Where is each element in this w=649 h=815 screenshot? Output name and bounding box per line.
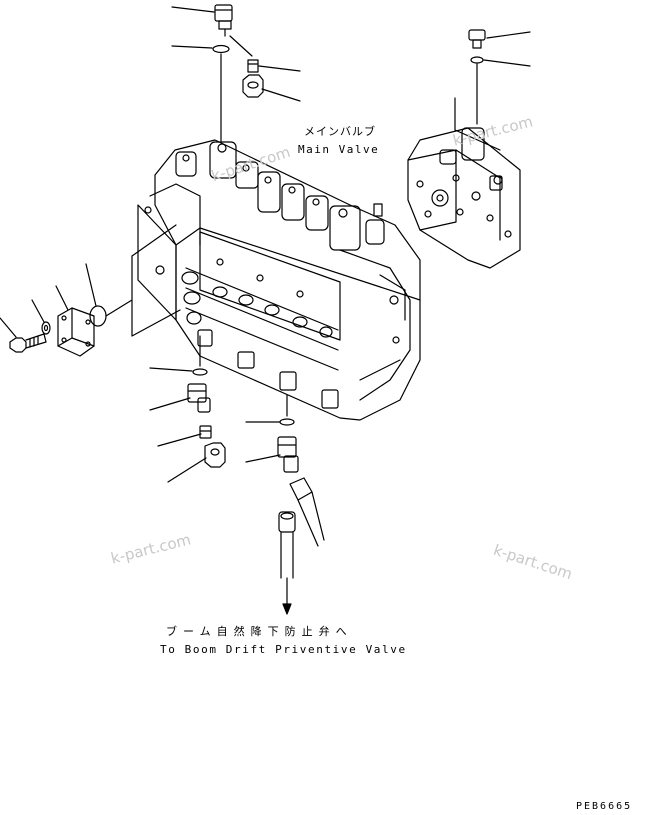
center-o-ring	[279, 418, 295, 426]
leader-line	[245, 454, 281, 463]
right-plug	[468, 29, 486, 49]
direction-arrow	[282, 577, 292, 615]
bolt	[9, 333, 47, 353]
lower-o-ring	[192, 368, 208, 376]
main-valve-body	[137, 139, 421, 421]
assembly-bracket	[105, 224, 181, 337]
leader-line	[258, 65, 301, 72]
leader-line	[0, 317, 17, 338]
leader-line	[157, 433, 202, 447]
top-adapter	[247, 59, 259, 73]
flange-cover	[57, 307, 95, 357]
washer	[41, 321, 51, 335]
boom-hose	[278, 511, 296, 579]
main-valve-label-en: Main Valve	[298, 143, 380, 156]
lower-nut	[204, 442, 226, 468]
lower-adapter	[199, 425, 212, 439]
hose-fitting	[289, 477, 325, 547]
lower-elbow-fitting	[187, 383, 211, 413]
main-valve-label-jp: メインバルブ	[304, 125, 376, 138]
drawing-code: PEB6665	[576, 801, 633, 812]
leader-line	[261, 88, 301, 102]
right-valve-block	[407, 97, 521, 269]
leader-line	[167, 457, 207, 483]
leader-line	[149, 397, 191, 411]
leader-line	[483, 59, 531, 67]
leader-line	[31, 299, 45, 323]
destination-label-jp: ブーム自然降下防止弁へ	[166, 625, 353, 638]
leader-line	[55, 285, 69, 311]
center-elbow-fitting	[277, 436, 299, 473]
leader-line	[486, 31, 531, 39]
leader-line	[85, 263, 97, 307]
leader-line	[149, 367, 193, 372]
top-elbow-fitting	[214, 4, 233, 37]
right-o-ring	[470, 56, 484, 64]
top-o-ring	[212, 44, 230, 54]
top-nut	[242, 74, 264, 98]
destination-label-en: To Boom Drift Priventive Valve	[160, 643, 407, 656]
leader-line	[171, 6, 215, 13]
guide-line	[229, 35, 253, 57]
leader-line	[171, 45, 213, 49]
